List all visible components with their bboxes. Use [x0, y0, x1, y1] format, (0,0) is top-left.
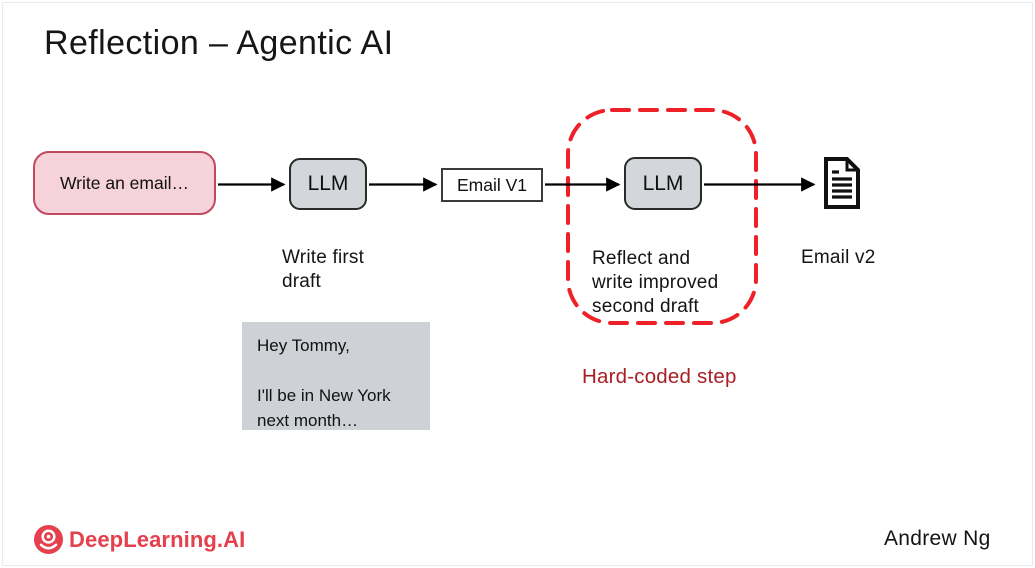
- author-name: Andrew Ng: [884, 527, 991, 550]
- caption-email-v2: Email v2: [801, 247, 876, 268]
- input-prompt-box: Write an email…: [33, 151, 216, 215]
- document-icon: [824, 157, 860, 209]
- deeplearning-logo: DeepLearning.AI: [33, 524, 245, 555]
- llm1-label: LLM: [307, 172, 349, 195]
- email-v1-box: Email V1: [441, 168, 543, 202]
- llm2-box: LLM: [624, 157, 702, 210]
- email-sample-line: I'll be in New York: [257, 386, 391, 405]
- input-prompt-label: Write an email…: [59, 172, 190, 193]
- caption-line: Reflect and: [592, 248, 691, 269]
- caption-line: second draft: [592, 296, 699, 317]
- deeplearning-logo-icon: [33, 524, 64, 555]
- llm1-box: LLM: [289, 158, 367, 210]
- email-sample-line: Hey Tommy,: [257, 336, 350, 355]
- email-sample-gap: [257, 358, 430, 383]
- llm2-label: LLM: [642, 171, 684, 195]
- caption-line: write improved: [592, 272, 719, 293]
- email-sample-line: next month…: [257, 411, 359, 430]
- email-draft-sample-box: Hey Tommy, I'll be in New York next mont…: [242, 322, 430, 430]
- caption-reflect-improve: Reflect and write improved second draft: [592, 247, 718, 319]
- caption-line: Write first: [282, 247, 365, 268]
- hardcoded-step-label: Hard-coded step: [582, 365, 737, 388]
- slide-title: Reflection – Agentic AI: [44, 24, 394, 62]
- brand-name: DeepLearning.AI: [69, 526, 246, 552]
- email-v1-label: Email V1: [456, 174, 528, 195]
- caption-line: draft: [282, 271, 322, 292]
- caption-write-first-draft: Write first draft: [282, 246, 364, 294]
